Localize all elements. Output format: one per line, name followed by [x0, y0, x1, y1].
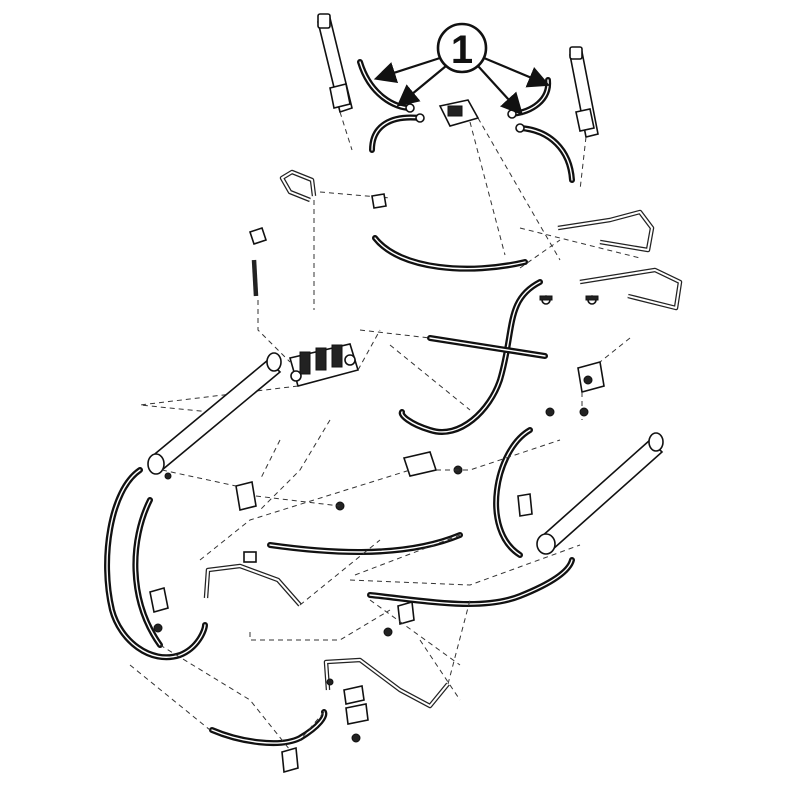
right-solenoid-valve [577, 360, 605, 394]
left-elbow-fitting [248, 226, 268, 246]
bottom-steel-tube [323, 657, 450, 709]
bottom-clamp-lower [345, 703, 369, 725]
upper-left-hose-b [369, 114, 423, 153]
lower-assembly [104, 352, 664, 774]
left-lower-cylinder [147, 352, 282, 475]
right-steel-tube-upper [557, 209, 655, 253]
upper-cross-hose [372, 235, 528, 272]
right-small-bracket [517, 493, 533, 517]
left-short-tube [251, 259, 259, 297]
center-manifold-block [438, 99, 480, 127]
callout-label: 1 [451, 28, 473, 72]
tee-fitting [371, 193, 387, 209]
left-clamp [149, 586, 169, 614]
right-lower-hose [367, 557, 575, 608]
bottom-left-clamp [281, 746, 299, 774]
right-lower-cylinder [536, 432, 664, 555]
left-lift-cylinder [317, 13, 353, 114]
bottom-clamp-upper [343, 685, 365, 705]
middle-assembly [139, 169, 683, 477]
right-lower-clamp [397, 600, 415, 626]
callout-circle [436, 22, 488, 74]
center-junction-block [402, 451, 438, 477]
bottom-left-hose [209, 709, 328, 746]
callout-1: 1 [373, 22, 551, 116]
right-diagonal-hose [493, 427, 533, 558]
lower-left-bracket [235, 481, 257, 511]
s-curve-hose [398, 279, 543, 435]
lower-tube-bracket [243, 551, 257, 563]
control-valve-stack [288, 343, 360, 387]
right-lift-cylinder [569, 46, 599, 138]
